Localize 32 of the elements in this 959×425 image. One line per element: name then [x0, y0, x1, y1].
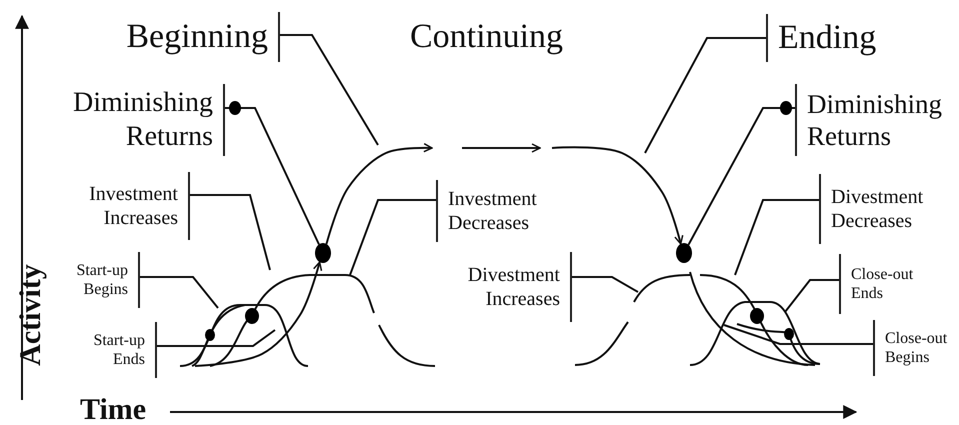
callout-label: Close-out Begins — [873, 320, 955, 376]
leader-line — [688, 101, 796, 246]
leader-line — [280, 34, 379, 146]
leader-line — [784, 279, 840, 313]
leader-line — [572, 276, 638, 293]
flow-arrow — [326, 143, 433, 244]
leader-line — [157, 329, 276, 347]
leader-line — [349, 199, 437, 276]
phase-label: Continuing — [410, 20, 564, 54]
leader-line — [225, 101, 320, 245]
leader-line — [644, 37, 767, 154]
leader-line — [190, 194, 271, 270]
leader-line — [734, 199, 820, 276]
callout-label: Diminishing Returns — [795, 84, 950, 156]
callout-label: Ending — [766, 14, 896, 62]
callout-label: Divestment Increases — [447, 252, 572, 322]
callout-label: Beginning — [110, 12, 280, 62]
point-marker — [315, 243, 331, 263]
flow-arrow — [552, 146, 684, 245]
callout-label: Investment Increases — [72, 172, 190, 240]
callout-label: Close-out Ends — [839, 254, 921, 314]
callout-label: Diminishing Returns — [60, 84, 225, 156]
axis-title: Time — [80, 395, 146, 425]
callout-label: Investment Decreases — [436, 180, 561, 242]
callout-label: Start-up Ends — [75, 322, 157, 378]
flow-arrow — [194, 261, 322, 367]
axis-title: Activity — [16, 264, 46, 366]
callout-label: Divestment Decreases — [819, 174, 945, 244]
leader-line — [724, 324, 874, 345]
leader-line — [140, 276, 219, 309]
point-marker — [676, 243, 692, 263]
callout-label: Start-up Begins — [58, 252, 140, 308]
